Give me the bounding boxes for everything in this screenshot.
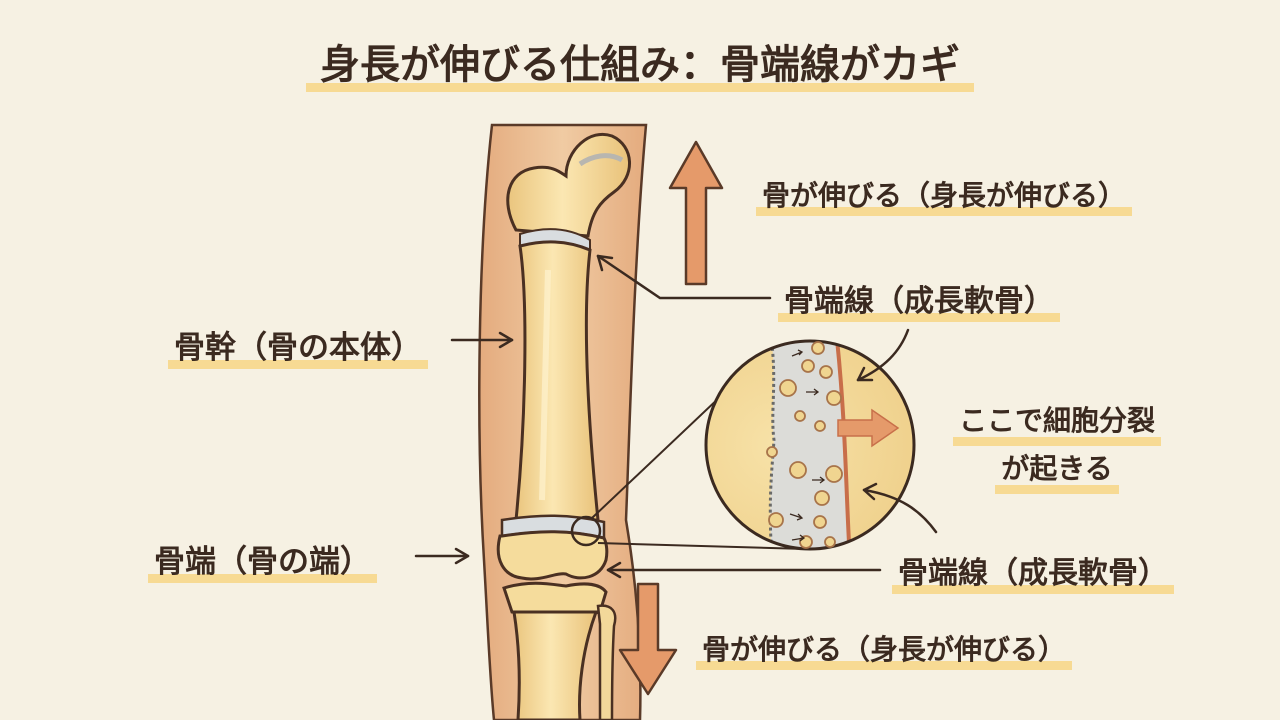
shaft-shading: [539, 269, 551, 501]
growth-arrow-up: [668, 140, 724, 286]
chondrocytes: [766, 341, 843, 549]
label-cell-division-line2: が起きる: [995, 446, 1119, 494]
label-diaphysis: 骨幹（骨の本体）: [168, 322, 428, 369]
zoom-connector-bottom: [597, 542, 807, 550]
growth-arrow-down: [618, 582, 678, 696]
label-bone-grows-down: 骨が伸びる（身長が伸びる）: [696, 628, 1073, 670]
focus-circle: [570, 515, 602, 547]
label-epiphysis: 骨端（骨の端）: [148, 536, 377, 583]
pointer-arrows: [414, 254, 938, 579]
femur-lower-epiphysis: [496, 530, 609, 581]
label-cell-division-line1: ここで細胞分裂: [952, 398, 1161, 446]
tibia-head: [502, 581, 608, 617]
fibula: [596, 604, 617, 720]
femur-head-growth-line: [578, 153, 624, 167]
label-cell-division: ここで細胞分裂 が起きる: [932, 398, 1182, 494]
growth-direction-arrow: [837, 408, 900, 448]
tibia-shaft: [512, 610, 599, 720]
femur-shaft: [514, 240, 600, 522]
label-bone-grows-up: 骨が伸びる（身長が伸びる）: [756, 174, 1133, 216]
page-title: 身長が伸びる仕組み：骨端線がカギ: [0, 32, 1280, 92]
femur-head: [506, 132, 631, 238]
chondrocyte-arrows: [789, 349, 826, 542]
label-physis-top: 骨端線（成長軟骨）: [778, 276, 1060, 322]
zoom-magnification: [704, 339, 916, 551]
label-physis-bottom: 骨端線（成長軟骨）: [892, 548, 1174, 594]
title-text: 身長が伸びる仕組み：骨端線がカギ: [306, 42, 974, 92]
